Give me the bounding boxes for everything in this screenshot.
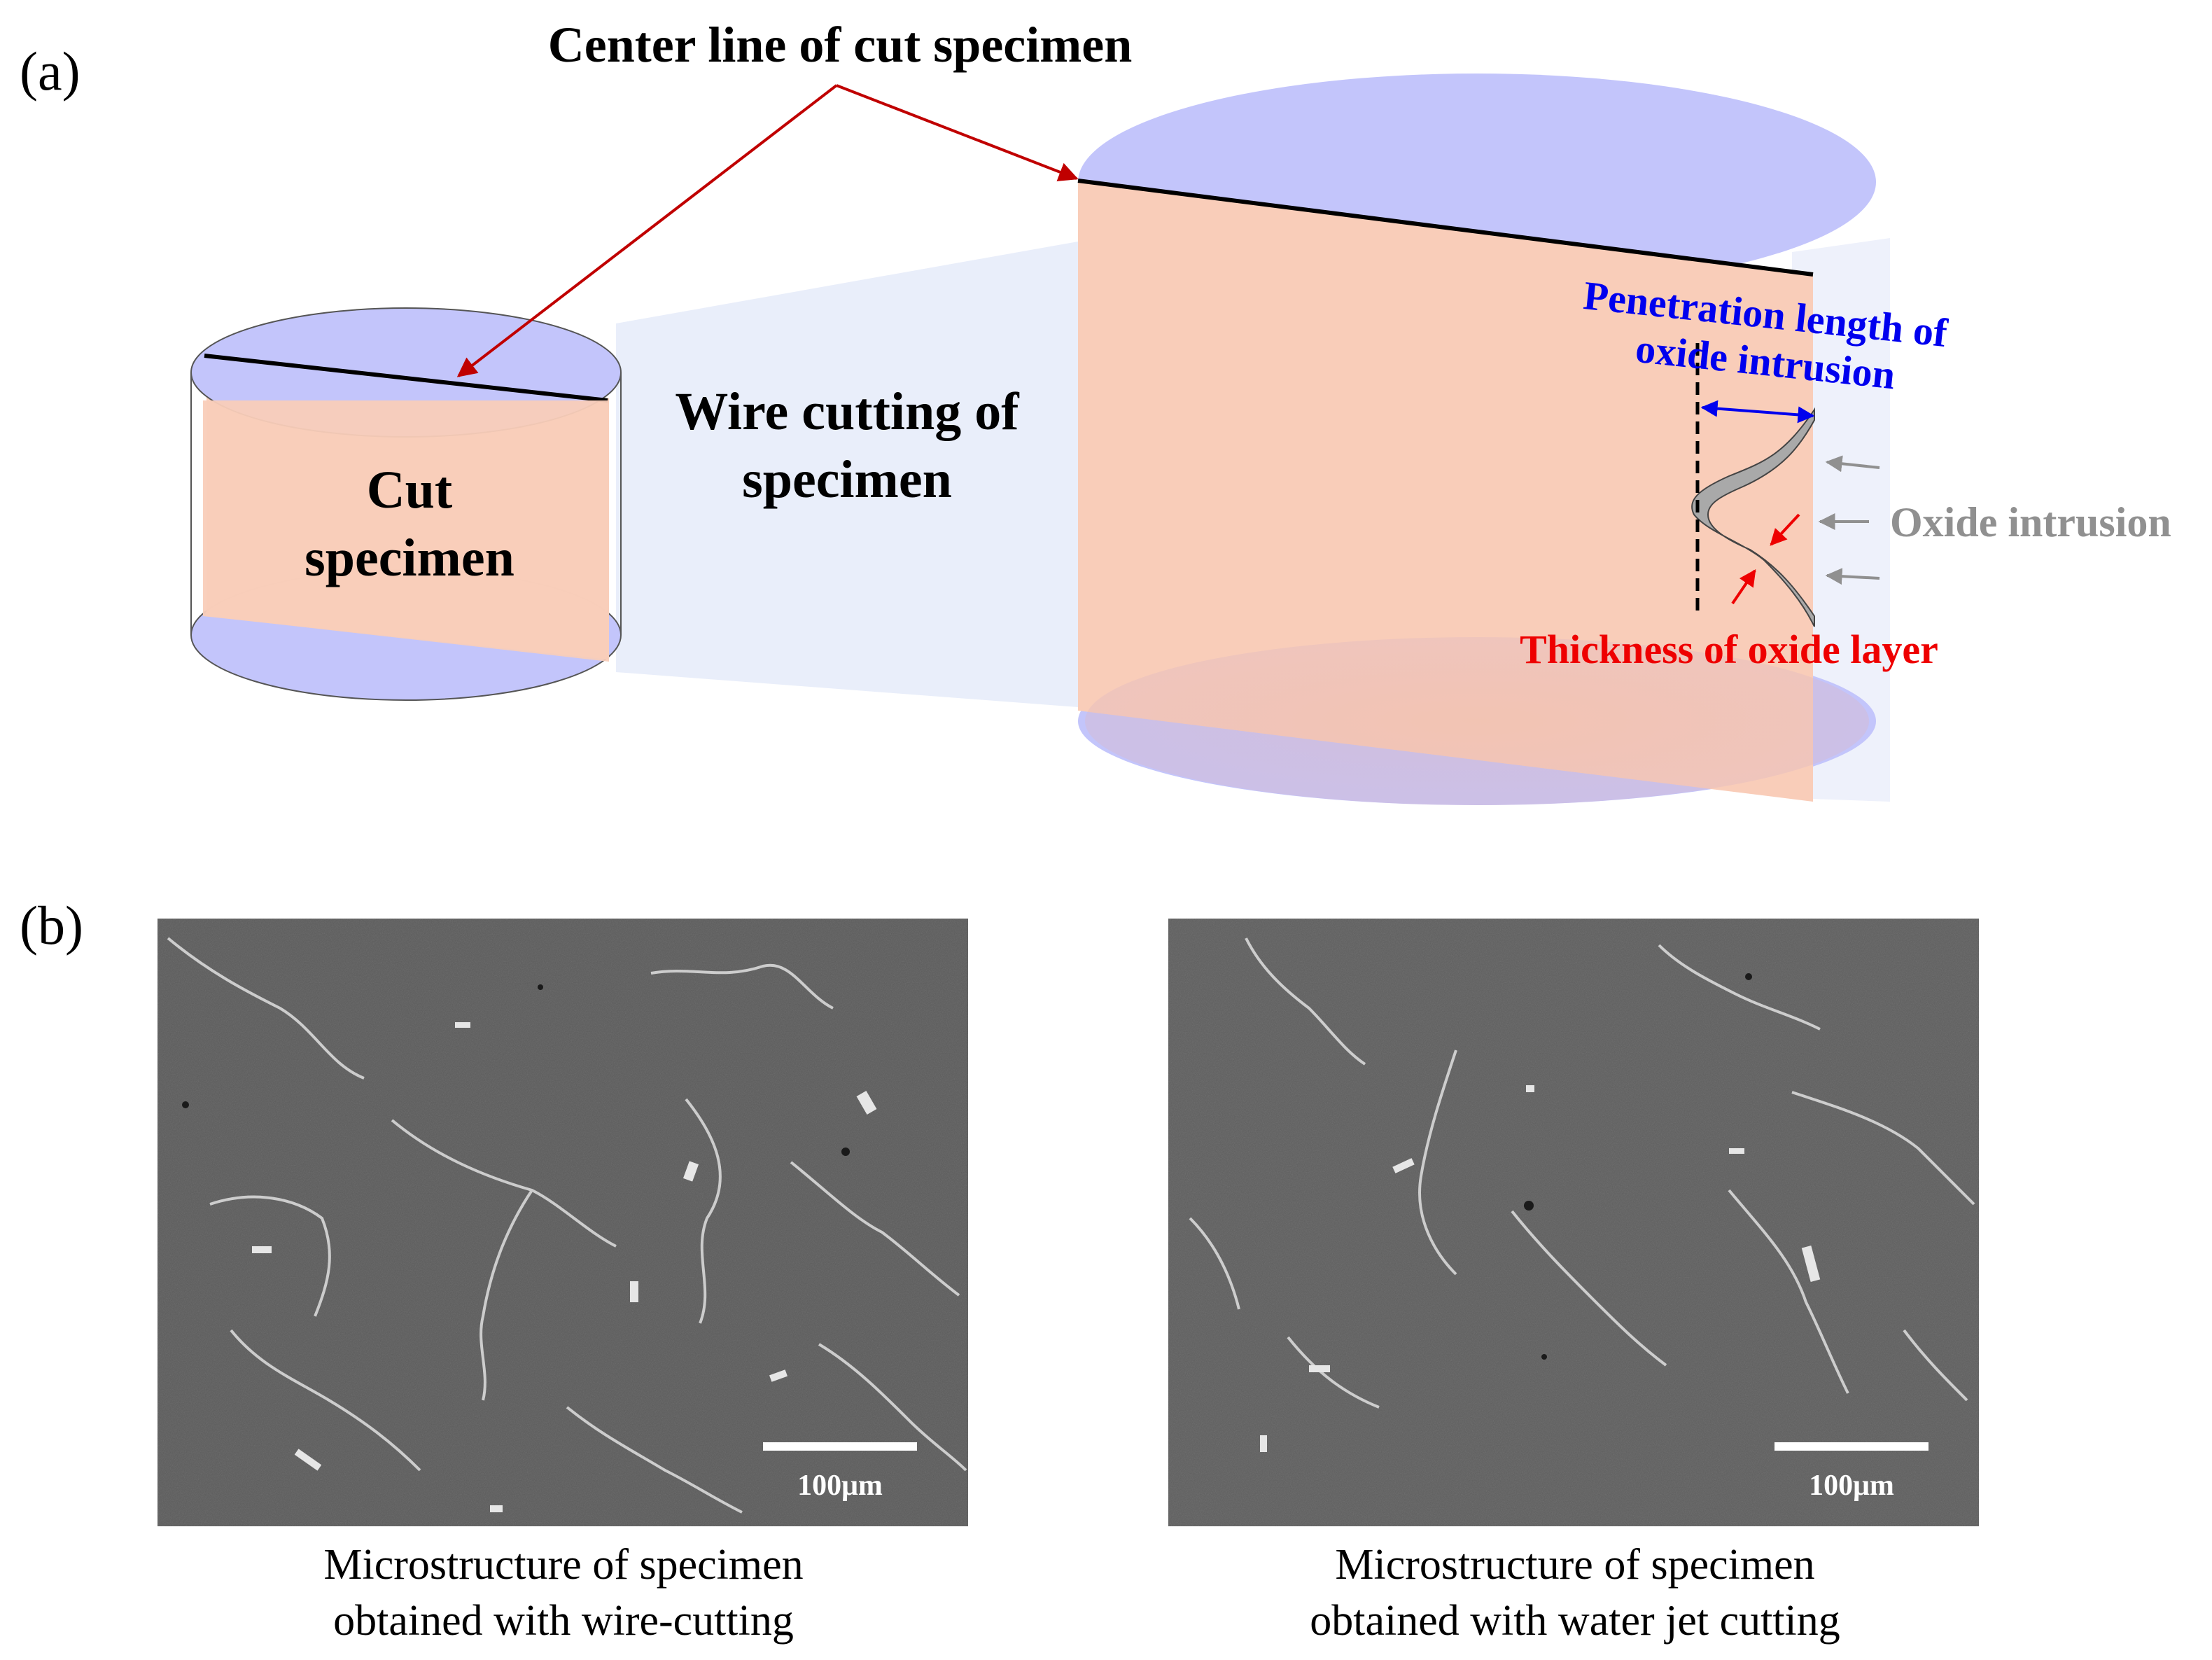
thickness-label: Thickness of oxide layer — [1520, 627, 1938, 672]
caption-right-line2: obtained with water jet cutting — [1310, 1597, 1840, 1645]
large-cylinder-center-line — [1077, 179, 1814, 277]
center-line-title: Center line of cut specimen — [548, 17, 1133, 73]
scale-bar-label-left: 100μm — [797, 1470, 883, 1502]
scale-bar-label-right: 100μm — [1809, 1470, 1894, 1502]
oxide-intrusion-detail — [1691, 343, 1880, 627]
micrograph-water-jet-cutting: 100μm — [1168, 919, 1979, 1526]
penetration-length-arrow — [1700, 400, 1815, 424]
oxide-arrow-3 — [1825, 568, 1880, 585]
micrograph-wire-cutting: 100μm — [158, 919, 968, 1526]
caption-right-line1: Microstructure of specimen — [1335, 1541, 1814, 1589]
scale-bar-right — [1774, 1442, 1928, 1451]
oxide-intrusion-label: Oxide intrusion — [1890, 499, 2171, 545]
oxide-layer-shape — [1691, 407, 1815, 627]
wire-cutting-label-line1: Wire cutting of — [675, 382, 1020, 441]
cut-specimen-label-line2: specimen — [304, 529, 514, 587]
caption-left-line2: obtained with wire-cutting — [333, 1597, 794, 1645]
projection-band — [616, 238, 1890, 802]
caption-left-line1: Microstructure of specimen — [323, 1541, 803, 1589]
center-line-arrow-right — [836, 84, 1079, 181]
panel-a-label: (a) — [20, 41, 80, 102]
thickness-arrow-upper — [1770, 513, 1800, 546]
center-line-arrow-left — [456, 84, 838, 377]
small-cylinder-center-line — [204, 354, 608, 403]
cut-specimen-label-line1: Cut — [367, 461, 452, 519]
scale-bar-left — [763, 1442, 917, 1451]
wire-cutting-label-line2: specimen — [742, 450, 952, 509]
large-cylinder — [1077, 74, 1876, 805]
panel-b-label: (b) — [20, 895, 83, 956]
thickness-arrow-lower — [1731, 569, 1756, 605]
oxide-arrow-1 — [1825, 455, 1880, 473]
